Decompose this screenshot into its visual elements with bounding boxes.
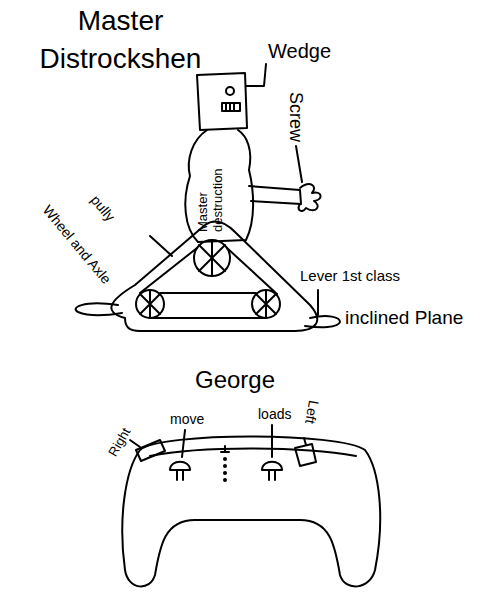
part-label: Screw xyxy=(285,92,306,142)
leader-line xyxy=(150,236,172,256)
part-label: inclined Plane xyxy=(345,307,463,329)
robot-mouth xyxy=(222,103,240,111)
button-label: Left xyxy=(302,399,322,425)
dot xyxy=(223,457,227,461)
robot-base xyxy=(111,221,317,331)
robot-hand xyxy=(299,184,321,211)
wheel xyxy=(136,290,164,318)
dot xyxy=(223,464,227,468)
robot-arm xyxy=(249,186,301,204)
part-label: pully xyxy=(88,192,119,224)
body-label: Master destruction xyxy=(196,156,226,232)
small-mark xyxy=(221,446,229,452)
controller-body xyxy=(122,437,380,587)
wheel-spokes xyxy=(140,290,160,318)
dot xyxy=(223,471,227,475)
button xyxy=(262,462,282,480)
dot xyxy=(223,478,227,482)
robot-eye xyxy=(226,87,234,95)
left-tab xyxy=(76,303,122,315)
wheel xyxy=(194,240,230,276)
leader-line xyxy=(317,290,319,315)
leader-line xyxy=(246,64,266,86)
leader-line xyxy=(130,440,140,447)
button-label: move xyxy=(170,411,204,427)
robot-head xyxy=(197,73,247,130)
wheel-spokes xyxy=(199,240,225,276)
part-label: Wedge xyxy=(268,40,331,63)
part-label: Lever 1st class xyxy=(300,267,400,284)
title: Master Distrockshen xyxy=(8,2,233,78)
button-label: Right xyxy=(106,426,134,460)
name-label: George xyxy=(195,366,275,394)
leader-line xyxy=(182,430,185,457)
right-tab xyxy=(305,316,340,327)
leader-line xyxy=(304,438,306,445)
leader-line xyxy=(296,146,302,182)
robot-body xyxy=(185,130,253,242)
button-label: loads xyxy=(258,406,291,422)
left-trigger xyxy=(295,444,316,466)
wheel-spokes xyxy=(256,290,276,318)
leader-line xyxy=(271,425,273,457)
controller-edge xyxy=(150,449,356,457)
right-trigger xyxy=(136,440,165,461)
pulley-belt xyxy=(140,248,277,318)
button xyxy=(170,462,190,480)
